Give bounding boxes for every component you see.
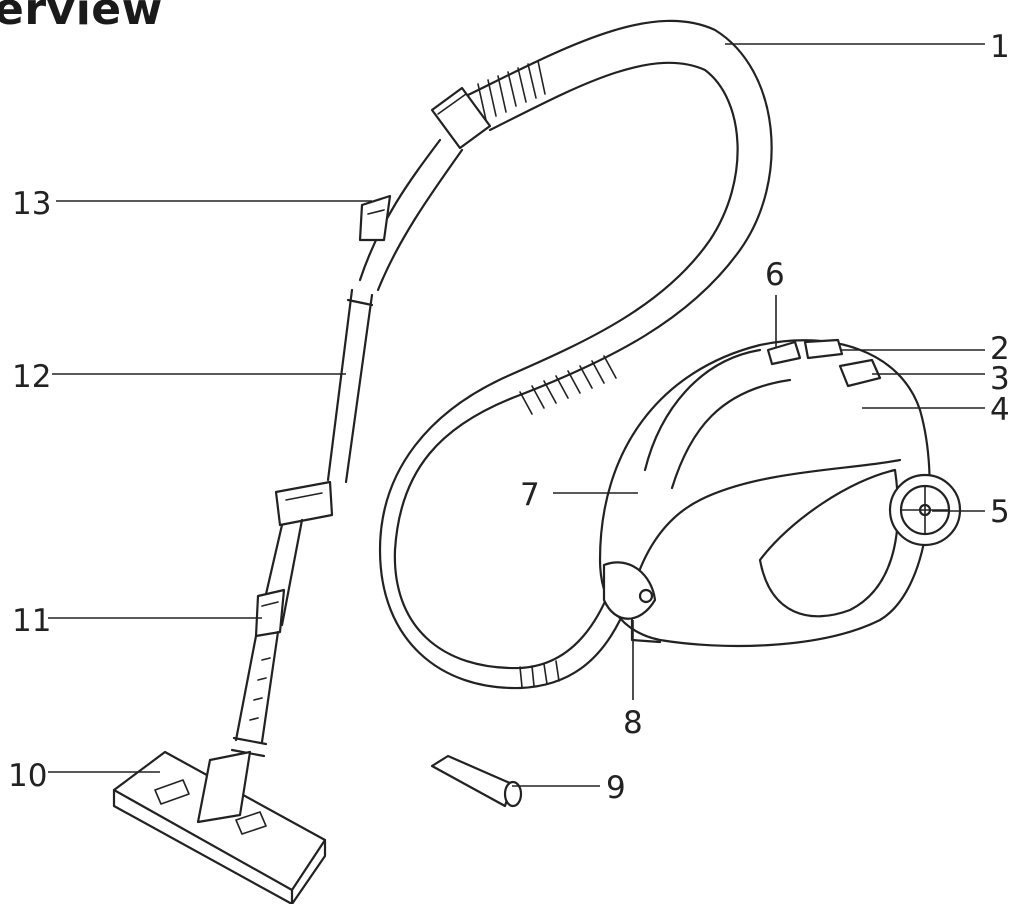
callout-9: 9 xyxy=(606,770,626,806)
callout-10: 10 xyxy=(8,758,47,794)
callout-7: 7 xyxy=(520,477,540,513)
callout-3: 3 xyxy=(990,361,1010,397)
callout-5: 5 xyxy=(990,494,1010,530)
callout-labels: 1 2 3 4 5 6 7 8 9 10 11 12 13 xyxy=(8,29,1010,806)
vacuum-body-illustration xyxy=(598,338,962,648)
page-title: erview xyxy=(0,0,163,35)
callout-11: 11 xyxy=(12,603,51,639)
callout-4: 4 xyxy=(990,392,1010,428)
callout-1: 1 xyxy=(990,29,1010,65)
crevice-tool-illustration xyxy=(430,754,523,808)
wand-illustration xyxy=(230,138,464,758)
leader-lines xyxy=(48,43,985,787)
hose-illustration xyxy=(378,19,773,690)
callout-6: 6 xyxy=(765,257,785,293)
callout-13: 13 xyxy=(12,186,51,222)
floor-nozzle-illustration xyxy=(112,750,327,904)
callout-8: 8 xyxy=(623,705,643,741)
callout-12: 12 xyxy=(12,359,51,395)
callout-2: 2 xyxy=(990,331,1010,367)
